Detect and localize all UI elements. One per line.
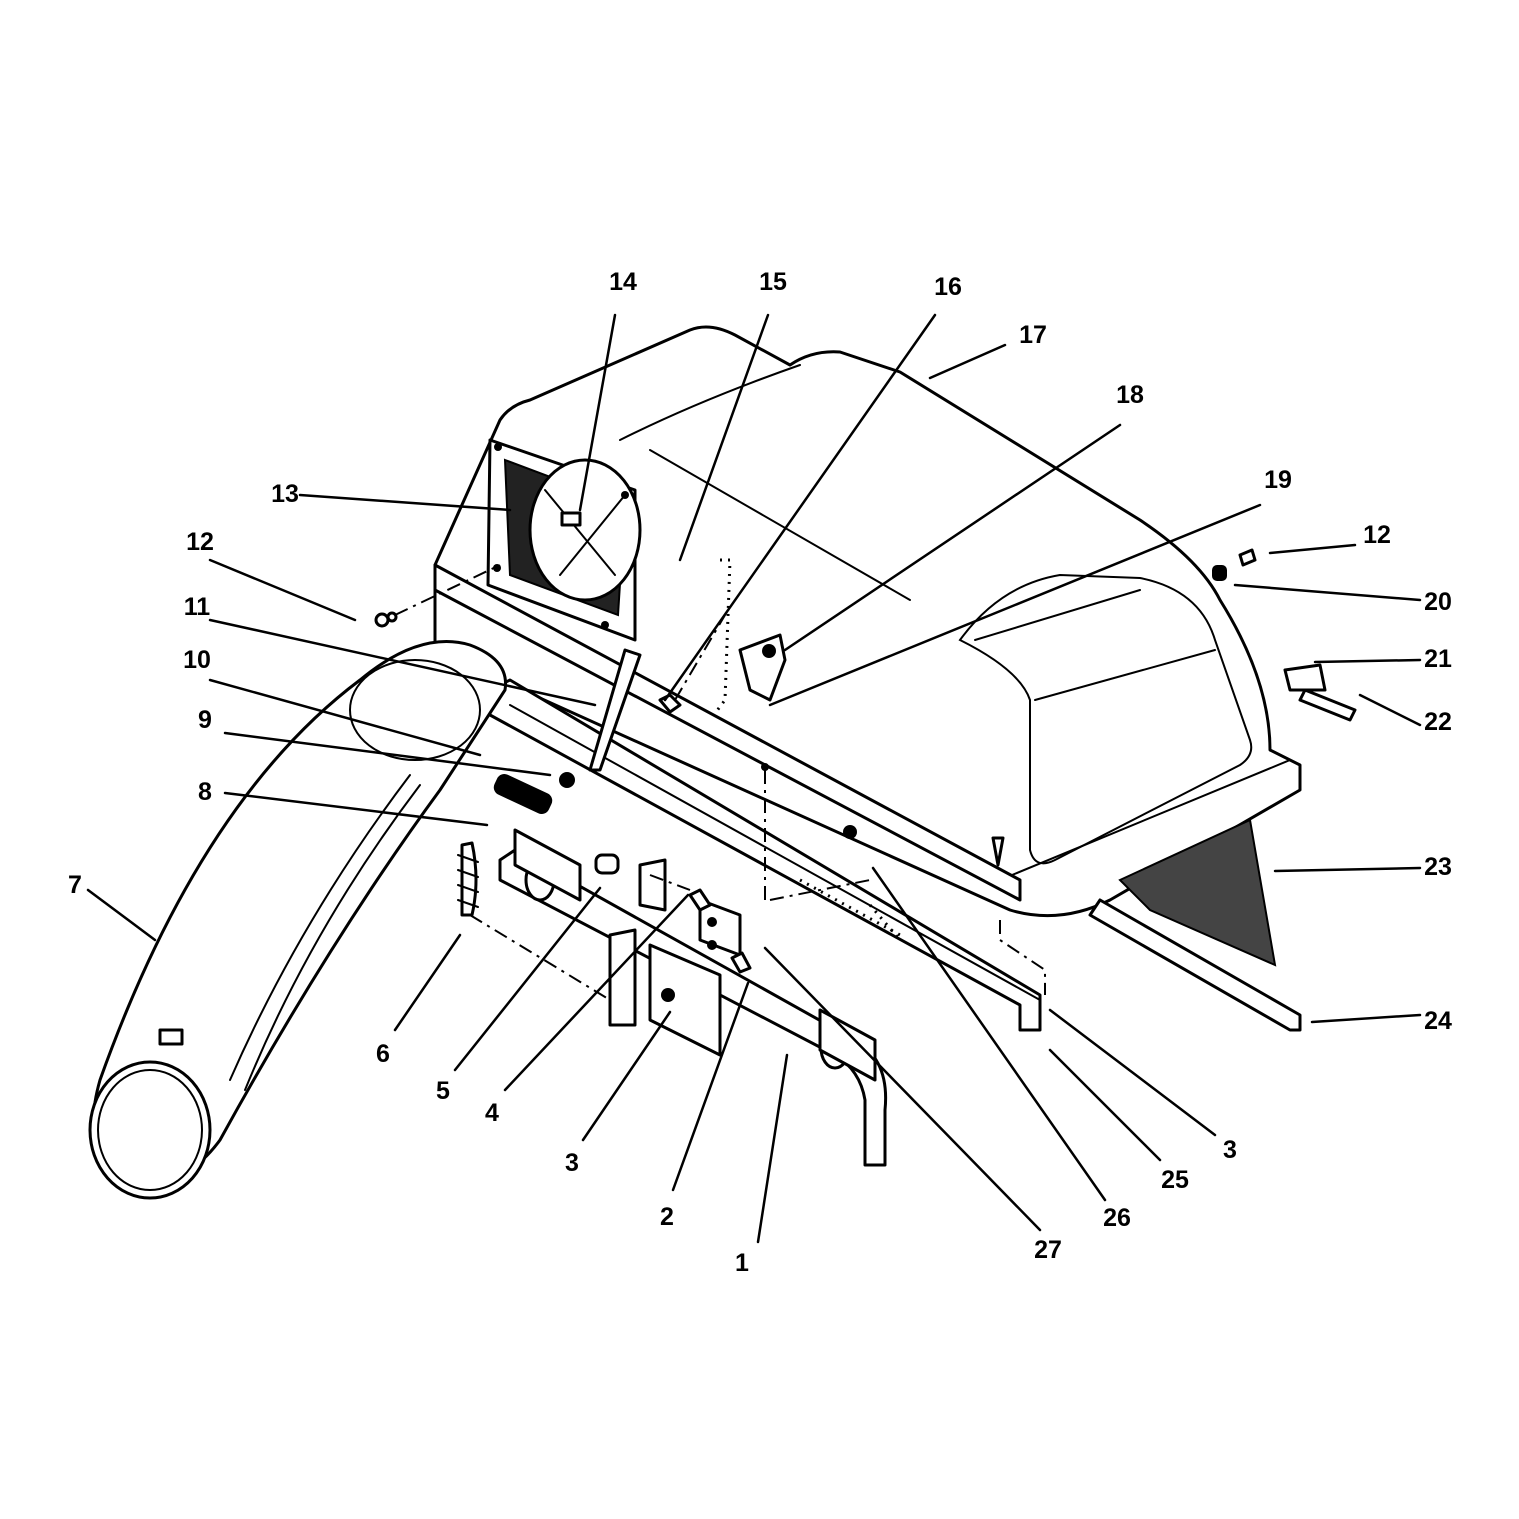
- callout-15: 15: [759, 268, 787, 296]
- hood-front-rail: [433, 563, 1022, 902]
- callout-1: 1: [735, 1249, 749, 1277]
- callout-10: 10: [183, 646, 211, 674]
- callout-24: 24: [1424, 1007, 1452, 1035]
- right-hardware: [1212, 548, 1357, 722]
- callout-26: 26: [1103, 1204, 1131, 1232]
- callout-12-left: 12: [186, 528, 214, 556]
- callout-23: 23: [1424, 853, 1452, 881]
- callout-14: 14: [609, 268, 637, 296]
- callout-22: 22: [1424, 708, 1452, 736]
- discharge-tube: [88, 640, 508, 1200]
- callout-3-right: 3: [1223, 1136, 1237, 1164]
- mount-bar-assembly: [457, 828, 888, 1167]
- callout-20: 20: [1424, 588, 1452, 616]
- callout-19: 19: [1264, 466, 1292, 494]
- callout-16: 16: [934, 273, 962, 301]
- callout-17: 17: [1019, 321, 1047, 349]
- callout-13: 13: [271, 480, 299, 508]
- callout-7: 7: [68, 871, 82, 899]
- callout-25: 25: [1161, 1166, 1189, 1194]
- callout-9: 9: [198, 706, 212, 734]
- chute-opening: [486, 438, 642, 642]
- callout-11: 11: [184, 593, 211, 621]
- callout-12-right: 12: [1363, 521, 1391, 549]
- deflector-rod: [588, 648, 642, 772]
- callout-2: 2: [660, 1203, 674, 1231]
- bag-rail: [1088, 898, 1302, 1032]
- callout-27: 27: [1034, 1236, 1062, 1264]
- callout-3-left: 3: [565, 1149, 579, 1177]
- callout-21: 21: [1424, 645, 1452, 673]
- callout-labels: 14 15 16 17 18 19 13 12 12 20 11 21 10 2…: [68, 268, 1452, 1277]
- callout-5: 5: [436, 1077, 450, 1105]
- leader-lines: [86, 313, 1422, 1244]
- callout-6: 6: [376, 1040, 390, 1068]
- catcher-hood: [433, 325, 1302, 918]
- side-panel-screen: [708, 558, 732, 721]
- callout-4: 4: [485, 1099, 499, 1127]
- catcher-bag-screen: [1118, 818, 1277, 967]
- alignment-lines: [394, 564, 1046, 1001]
- callout-8: 8: [198, 778, 212, 806]
- callout-18: 18: [1116, 381, 1144, 409]
- left-hardware: [374, 611, 398, 628]
